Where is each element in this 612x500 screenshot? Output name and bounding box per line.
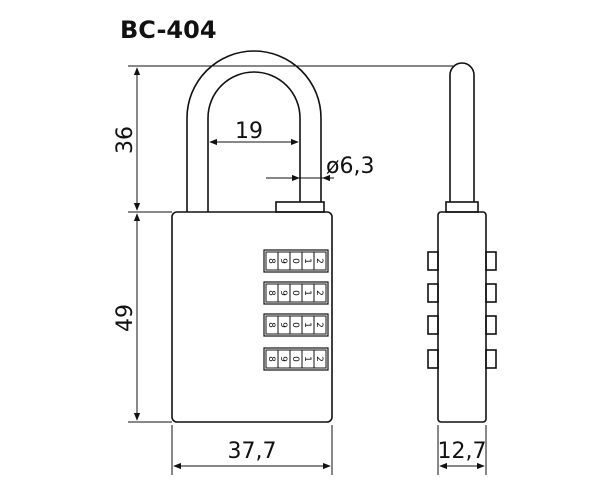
dial-digit: 8 [266,290,276,296]
dim-377-label: 37,7 [228,439,277,464]
dial-digit: 1 [302,258,312,264]
dial-cell [313,283,327,303]
dim-63-label: ø6,3 [326,154,374,179]
dial-digit: 1 [302,356,312,362]
dial-digit: 8 [266,356,276,362]
dial-digit: 2 [314,322,324,328]
shackle-collar [275,201,325,213]
dial-digit: 8 [266,258,276,264]
dial-digit: 8 [266,322,276,328]
dial-digit: 1 [302,322,312,328]
dial-digit: 2 [314,258,324,264]
model-title: BC-404 [120,16,217,44]
dim-19-label: 19 [235,119,263,144]
dim-36-label: 36 [113,126,138,154]
side-collar [445,201,479,213]
dial-digit: 9 [278,356,288,362]
dimension-lines [128,65,487,475]
dim-127-label: 12,7 [438,439,487,464]
dial-digit: 9 [278,258,288,264]
dial-digit: 1 [302,290,312,296]
side-body [437,211,487,423]
dial-digit: 9 [278,290,288,296]
side-shackle [449,62,475,202]
front-view [171,50,333,423]
shackle-outer [186,50,322,212]
dial-digit: 0 [290,290,300,296]
dim-49-label: 49 [113,304,138,332]
dial-digit: 2 [314,290,324,296]
dial-digit: 2 [314,356,324,362]
dial-digit: 0 [290,258,300,264]
shackle-inner [207,71,301,212]
dial-digit: 9 [278,322,288,328]
dial-digit: 0 [290,322,300,328]
dial-cell [313,251,327,271]
dial-digit: 0 [290,356,300,362]
dial-cell [313,315,327,335]
side-dials [427,251,497,369]
side-view [427,62,497,423]
lock-body [171,211,333,423]
dial-cell [313,349,327,369]
